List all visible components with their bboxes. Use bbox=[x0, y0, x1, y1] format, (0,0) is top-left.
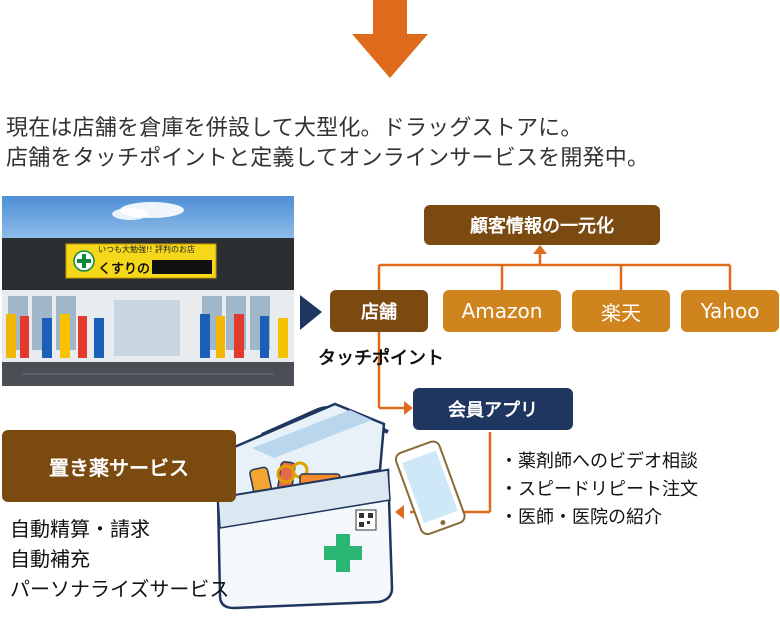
okigusuri-feature-item: 自動精算・請求 bbox=[10, 517, 150, 541]
kit-arrowhead bbox=[395, 505, 404, 519]
amazon-box: Amazon bbox=[443, 290, 561, 332]
app-feature-list: ・薬剤師へのビデオ相談 ・スピードリピート注文 ・医師・医院の紹介 bbox=[500, 448, 698, 532]
headline-line-1: 現在は店舗を倉庫を併設して大型化。ドラッグストアに。 bbox=[6, 116, 583, 141]
crm-box: 顧客情報の一元化 bbox=[424, 205, 660, 245]
rakuten-box: 楽天 bbox=[572, 290, 670, 332]
store-photo-illustration bbox=[2, 196, 294, 386]
okigusuri-box: 置き薬サービス bbox=[2, 430, 236, 502]
store-label: 店舗 bbox=[361, 302, 397, 323]
channel-rakuten: 楽天 bbox=[601, 300, 641, 325]
crm-arrowhead bbox=[533, 245, 547, 254]
app-feature-item: ・医師・医院の紹介 bbox=[500, 507, 662, 528]
channel-yahoo: Yahoo bbox=[700, 299, 760, 323]
store-photo: いつも大勉強!! 評判のお店 くすりの bbox=[2, 196, 294, 386]
okigusuri-feature-item: パーソナライズサービス bbox=[10, 577, 230, 601]
crm-connector-lines bbox=[377, 252, 732, 290]
app-feature-item: ・薬剤師へのビデオ相談 bbox=[500, 451, 698, 472]
app-feature-item: ・スピードリピート注文 bbox=[500, 479, 698, 500]
okigusuri-label: 置き薬サービス bbox=[49, 455, 189, 480]
store-sign-main: くすりの bbox=[98, 262, 151, 277]
member-app-box: 会員アプリ bbox=[413, 388, 573, 430]
okigusuri-feature-item: 自動補充 bbox=[10, 547, 90, 571]
app-arrowhead bbox=[404, 401, 413, 415]
touchpoint-label: タッチポイント bbox=[318, 348, 444, 369]
right-triangle-arrow bbox=[300, 295, 322, 330]
store-box: 店舗 bbox=[330, 290, 428, 332]
crm-label: 顧客情報の一元化 bbox=[470, 216, 614, 237]
store-sign-top: いつも大勉強!! 評判のお店 bbox=[98, 245, 195, 254]
yahoo-box: Yahoo bbox=[681, 290, 779, 332]
channel-amazon: Amazon bbox=[461, 299, 543, 323]
down-arrow bbox=[352, 0, 428, 78]
member-app-label: 会員アプリ bbox=[448, 400, 538, 421]
okigusuri-feature-list: 自動精算・請求 自動補充 パーソナライズサービス bbox=[10, 514, 229, 604]
headline-line-2: 店舗をタッチポイントと定義してオンラインサービスを開発中。 bbox=[6, 146, 650, 171]
